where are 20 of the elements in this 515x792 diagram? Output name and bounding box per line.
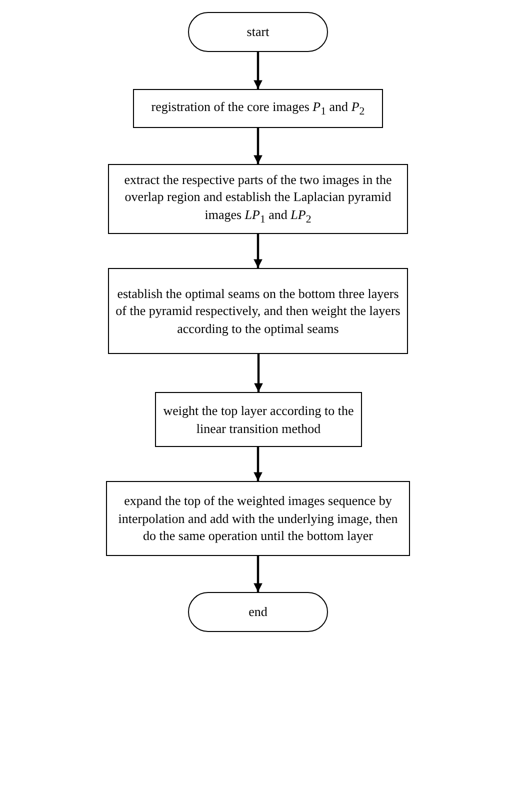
arrow bbox=[254, 52, 262, 89]
arrow bbox=[254, 556, 262, 592]
node-text: expand the top of the weighted images sequence by interpolation and add with the underlying image, then do the same operation until the bottom layer bbox=[117, 492, 399, 545]
arrow bbox=[254, 234, 262, 268]
process-box bbox=[155, 392, 362, 447]
terminal-shape bbox=[188, 592, 328, 632]
node-text: start bbox=[246, 23, 270, 41]
arrow bbox=[254, 354, 263, 392]
node-text: establish the optimal seams on the bottom three layers of the pyramid respectively, and then weight the layers according to the optimal seams bbox=[115, 284, 401, 338]
node-text: extract the respective parts of the two images in the overlap region and establish the Laplacian pyramid images LP$_{1}$ and LP$_{2}$ bbox=[123, 170, 393, 228]
node-text: registration of the core images P$_{1}$ and P$_{2}$ bbox=[151, 98, 365, 120]
arrow bbox=[254, 128, 262, 164]
node-text: weight the top layer according to the linear transition method bbox=[162, 402, 355, 438]
arrow bbox=[254, 447, 262, 481]
process-box bbox=[108, 268, 408, 354]
terminal-shape bbox=[188, 12, 328, 52]
process-box bbox=[108, 164, 408, 234]
node-text: end bbox=[248, 603, 268, 621]
process-box bbox=[106, 481, 410, 556]
process-box bbox=[133, 89, 383, 128]
